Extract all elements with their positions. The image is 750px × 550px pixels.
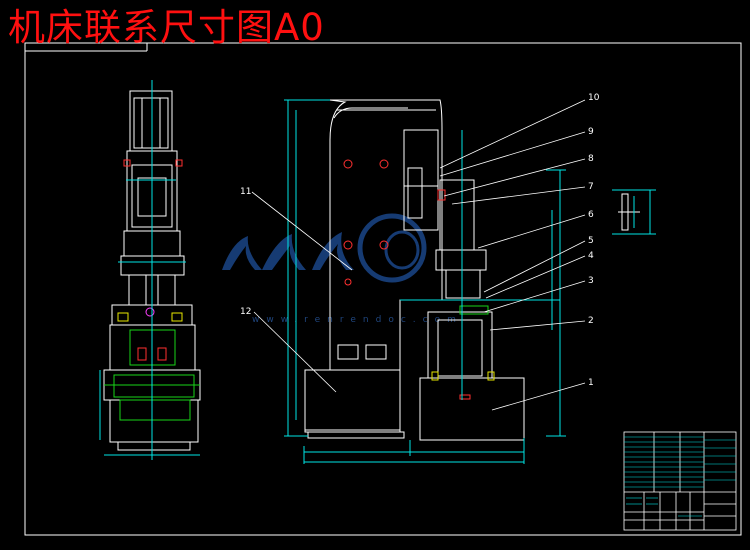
balloon-12: 12 (240, 307, 251, 317)
title-block-rows (624, 436, 736, 517)
balloon-11: 11 (240, 187, 251, 197)
detail-view (612, 189, 656, 235)
balloon-2: 2 (588, 316, 594, 326)
watermark: www.renrendoc.com (222, 213, 463, 325)
balloon-9: 9 (588, 127, 594, 137)
leader-lines (251, 99, 586, 411)
side-view (99, 80, 201, 460)
balloon-1: 1 (588, 378, 594, 388)
balloon-labels: 10 9 8 7 6 5 4 3 2 1 11 12 (240, 93, 600, 388)
balloon-10: 10 (588, 93, 600, 103)
drawing-frame (24, 42, 742, 536)
balloon-5: 5 (588, 236, 594, 246)
front-view (284, 99, 566, 464)
drawing-title: 机床联系尺寸图A0 (8, 6, 325, 49)
balloon-3: 3 (588, 276, 594, 286)
watermark-url: www.renrendoc.com (252, 315, 463, 325)
balloon-6: 6 (588, 210, 594, 220)
balloon-4: 4 (588, 251, 594, 261)
balloon-7: 7 (588, 182, 594, 192)
balloon-8: 8 (588, 154, 594, 164)
